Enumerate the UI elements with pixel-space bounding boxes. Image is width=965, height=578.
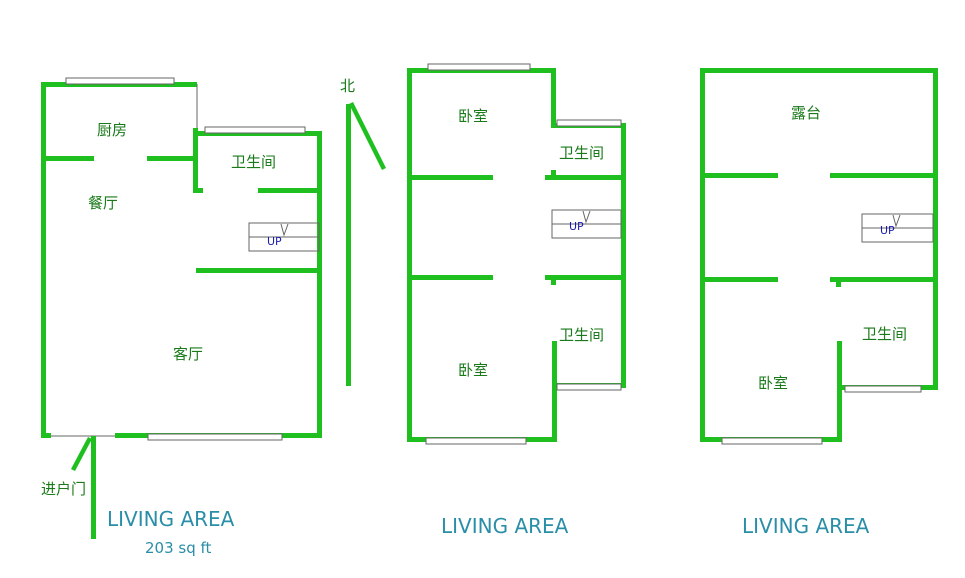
- wall: [552, 341, 557, 442]
- wall: [317, 131, 322, 438]
- wall: [407, 275, 493, 280]
- stair-up-label: UP: [569, 220, 584, 233]
- wall: [196, 268, 320, 273]
- window: [65, 77, 175, 85]
- room-label-kitchen: 厨房: [97, 121, 127, 139]
- room-label-bathroom: 卫生间: [862, 325, 907, 343]
- room-label-living: 客厅: [173, 345, 203, 363]
- window: [721, 437, 823, 445]
- wall: [258, 188, 320, 193]
- entrance-door: [91, 436, 96, 539]
- area-title: LIVING AREA: [742, 514, 870, 538]
- wall: [193, 128, 198, 192]
- area-title: LIVING AREA: [107, 507, 235, 531]
- window: [556, 383, 622, 391]
- wall: [700, 68, 938, 73]
- wall: [407, 175, 493, 180]
- wall: [830, 277, 938, 282]
- wall: [933, 68, 938, 390]
- room-label-bathroom: 卫生间: [231, 153, 276, 171]
- room-label-bedroom: 卧室: [458, 107, 488, 125]
- entrance-label: 进户门: [41, 480, 86, 498]
- room-label-bathroom: 卫生间: [559, 326, 604, 344]
- north-arrow-head: [349, 102, 386, 170]
- window: [844, 385, 922, 393]
- wall: [193, 188, 203, 193]
- window: [427, 63, 531, 71]
- wall: [41, 156, 94, 161]
- window: [147, 433, 283, 441]
- area-title: LIVING AREA: [441, 514, 569, 538]
- wall: [545, 175, 625, 180]
- north-label: 北: [340, 77, 355, 95]
- wall: [700, 277, 778, 282]
- stair-arrow-icon: [280, 223, 289, 237]
- wall: [830, 173, 938, 178]
- plan-third-floor: UP 露台 卫生间 卧室 LIVING AREA: [700, 68, 938, 538]
- wall: [545, 275, 625, 280]
- wall: [41, 433, 51, 438]
- room-label-bathroom: 卫生间: [559, 144, 604, 162]
- wall: [700, 173, 778, 178]
- wall: [837, 341, 842, 442]
- stair-arrow-icon: [582, 210, 591, 224]
- room-label-bedroom: 卧室: [758, 374, 788, 392]
- window: [556, 119, 622, 127]
- wall: [700, 68, 705, 442]
- wall: [621, 123, 626, 387]
- stair-up-label: UP: [880, 224, 895, 237]
- wall: [836, 277, 841, 287]
- room-label-terrace: 露台: [791, 104, 821, 122]
- wall: [41, 82, 46, 438]
- plan-ground-floor: UP 厨房 卫生间 餐厅 客厅 进户门 北 LIVING AREA 203 sq…: [41, 77, 386, 557]
- wall: [147, 156, 197, 161]
- wall: [407, 68, 412, 442]
- north-arrow-icon: [346, 104, 351, 386]
- wall: [551, 275, 556, 285]
- entrance-door-leaf: [71, 437, 92, 471]
- stair-arrow-icon: [892, 214, 901, 228]
- wall: [551, 68, 556, 128]
- room-label-bedroom: 卧室: [458, 361, 488, 379]
- plan-second-floor: UP 卧室 卫生间 卫生间 卧室 LIVING AREA: [407, 63, 626, 538]
- stair-up-label: UP: [267, 235, 282, 248]
- room-label-dining: 餐厅: [88, 194, 118, 212]
- window: [425, 437, 527, 445]
- area-value: 203 sq ft: [145, 539, 212, 557]
- wall: [551, 170, 556, 180]
- window: [204, 126, 306, 134]
